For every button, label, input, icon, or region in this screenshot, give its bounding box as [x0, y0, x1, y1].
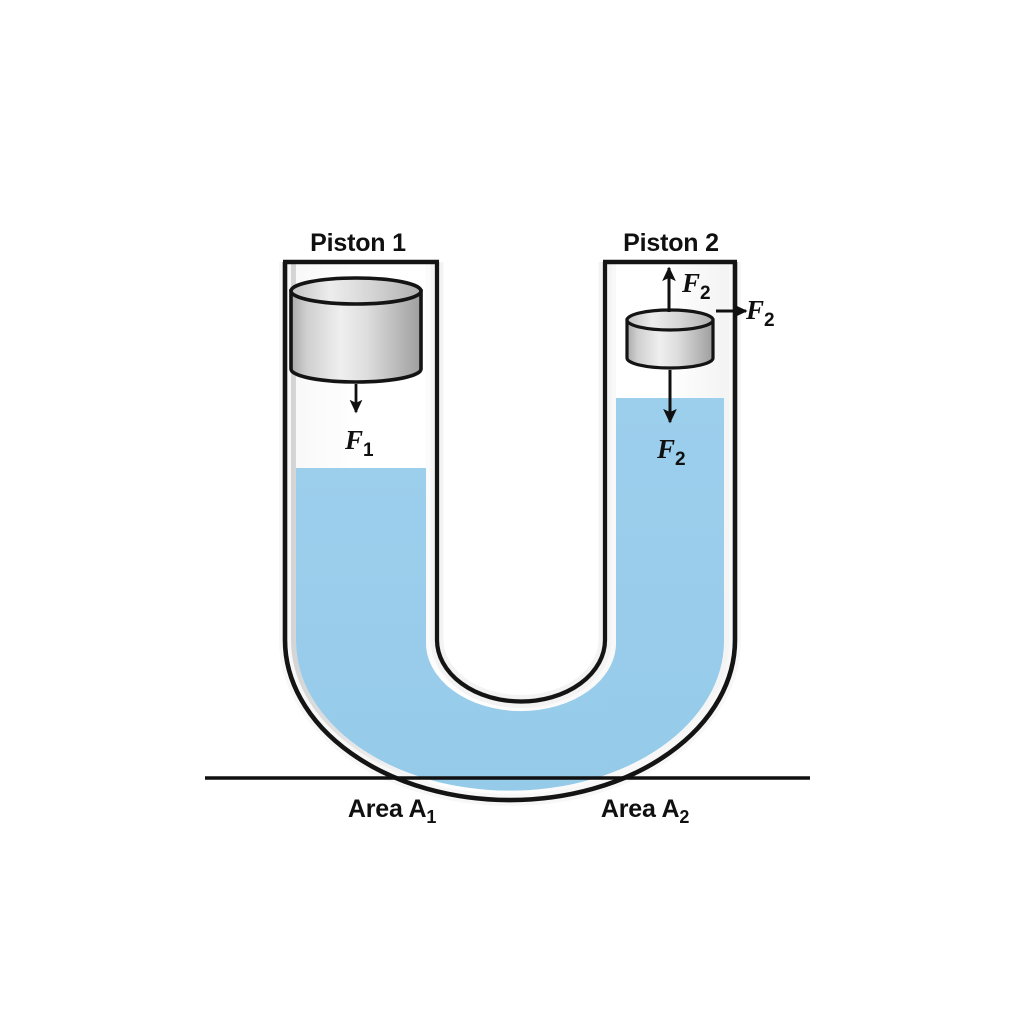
force-f2-up-label: F2	[682, 268, 711, 304]
force-f2-right-label: F2	[746, 295, 775, 331]
force-f2-down-label: F2	[657, 434, 686, 470]
area-a2-label: Area A2	[600, 795, 690, 827]
area-a1-label: Area A1	[347, 795, 437, 827]
force-f1-symbol: F	[345, 425, 364, 455]
force-f2-up-symbol: F	[682, 268, 701, 298]
piston-2-top-face	[625, 308, 715, 332]
piston-2-body	[625, 318, 715, 370]
area-a2-subscript: 2	[679, 807, 690, 827]
area-a1-text: Area A	[347, 795, 427, 823]
u-tube-inner-outline	[434, 262, 608, 704]
u-tube-inner-wall-shade	[434, 262, 608, 704]
area-a1-subscript: 1	[426, 807, 437, 827]
piston-2	[625, 308, 715, 370]
force-f2-down-subscript: 2	[675, 449, 686, 470]
piston-2-title: Piston 2	[623, 229, 719, 257]
force-f1-down-label: F1	[345, 425, 374, 461]
piston-1-body	[289, 289, 423, 384]
area-a2-text: Area A	[600, 795, 680, 823]
u-tube-outer-outline	[282, 262, 738, 803]
u-tube-inner-wall-highlight	[430, 262, 612, 708]
liquid-center-channel	[437, 468, 607, 791]
force-f2-right-symbol: F	[746, 295, 765, 325]
piston-1-title: Piston 1	[310, 229, 406, 257]
piston-1-top-face	[289, 276, 423, 306]
force-arrows	[349, 266, 748, 424]
force-f2-right-subscript: 2	[764, 310, 775, 331]
piston-1	[289, 276, 423, 384]
force-f1-subscript: 1	[363, 440, 374, 461]
force-f2-up-subscript: 2	[700, 283, 711, 304]
force-f2-down-symbol: F	[657, 434, 676, 464]
